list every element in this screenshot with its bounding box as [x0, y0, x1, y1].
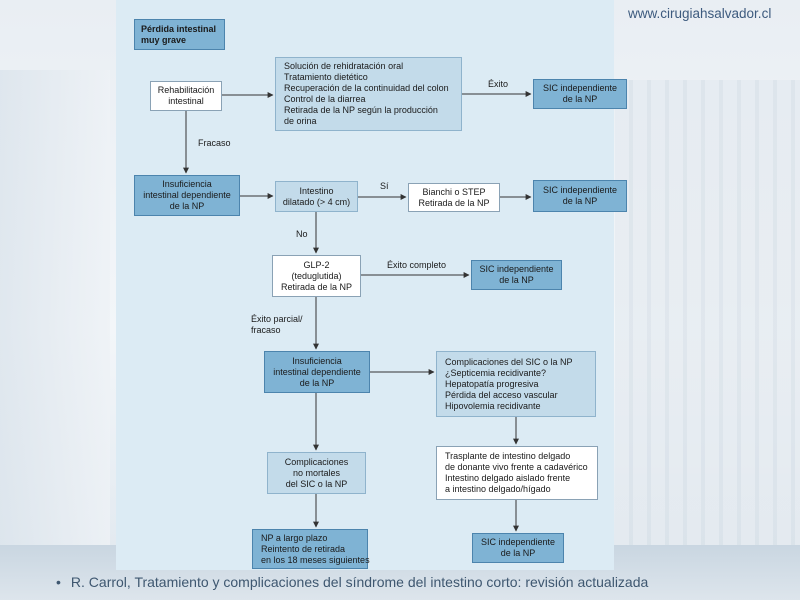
rehab-box: Rehabilitación intestinal	[150, 81, 222, 111]
title-box: Pérdida intestinal muy grave	[134, 19, 225, 50]
label-si: Sí	[380, 181, 389, 191]
insufficiency-box-1: Insuficiencia intestinal dependiente de …	[134, 175, 240, 216]
treatment-box: Solución de rehidratación oral Tratamien…	[275, 57, 462, 131]
sic-independent-box-3: SIC independiente de la NP	[471, 260, 562, 290]
site-url: www.cirugiahsalvador.cl	[628, 6, 772, 21]
dilated-intestine-box: Intestino dilatado (> 4 cm)	[275, 181, 358, 212]
background-right-decoration	[615, 80, 800, 550]
bullet-icon: •	[56, 574, 61, 590]
complications-box: Complicaciones del SIC o la NP ¿Septicem…	[436, 351, 596, 417]
label-exito-completo: Éxito completo	[387, 260, 447, 270]
citation-text: R. Carrol, Tratamiento y complicaciones …	[70, 574, 649, 590]
label-fracaso: Fracaso	[198, 138, 231, 148]
sic-independent-box-2: SIC independiente de la NP	[533, 180, 627, 212]
background-left-decoration	[0, 70, 110, 550]
bianchi-step-box: Bianchi o STEP Retirada de la NP	[408, 183, 500, 212]
sic-independent-box-4: SIC independiente de la NP	[472, 533, 564, 563]
label-exito: Éxito	[488, 79, 509, 89]
label-no: No	[296, 229, 308, 239]
long-term-np-box: NP a largo plazo Reintento de retirada e…	[252, 529, 370, 569]
glp2-box: GLP-2 (teduglutida) Retirada de la NP	[272, 255, 361, 297]
non-lethal-complications-box: Complicaciones no mortales del SIC o la …	[267, 452, 366, 494]
insufficiency-box-2: Insuficiencia intestinal dependiente de …	[264, 351, 370, 393]
sic-independent-box-1: SIC independiente de la NP	[533, 79, 627, 109]
label-exito-parcial: Éxito parcial/ fracaso	[251, 314, 303, 335]
transplant-box: Trasplante de intestino delgado de donan…	[436, 446, 598, 500]
citation: • R. Carrol, Tratamiento y complicaciones…	[56, 574, 648, 590]
